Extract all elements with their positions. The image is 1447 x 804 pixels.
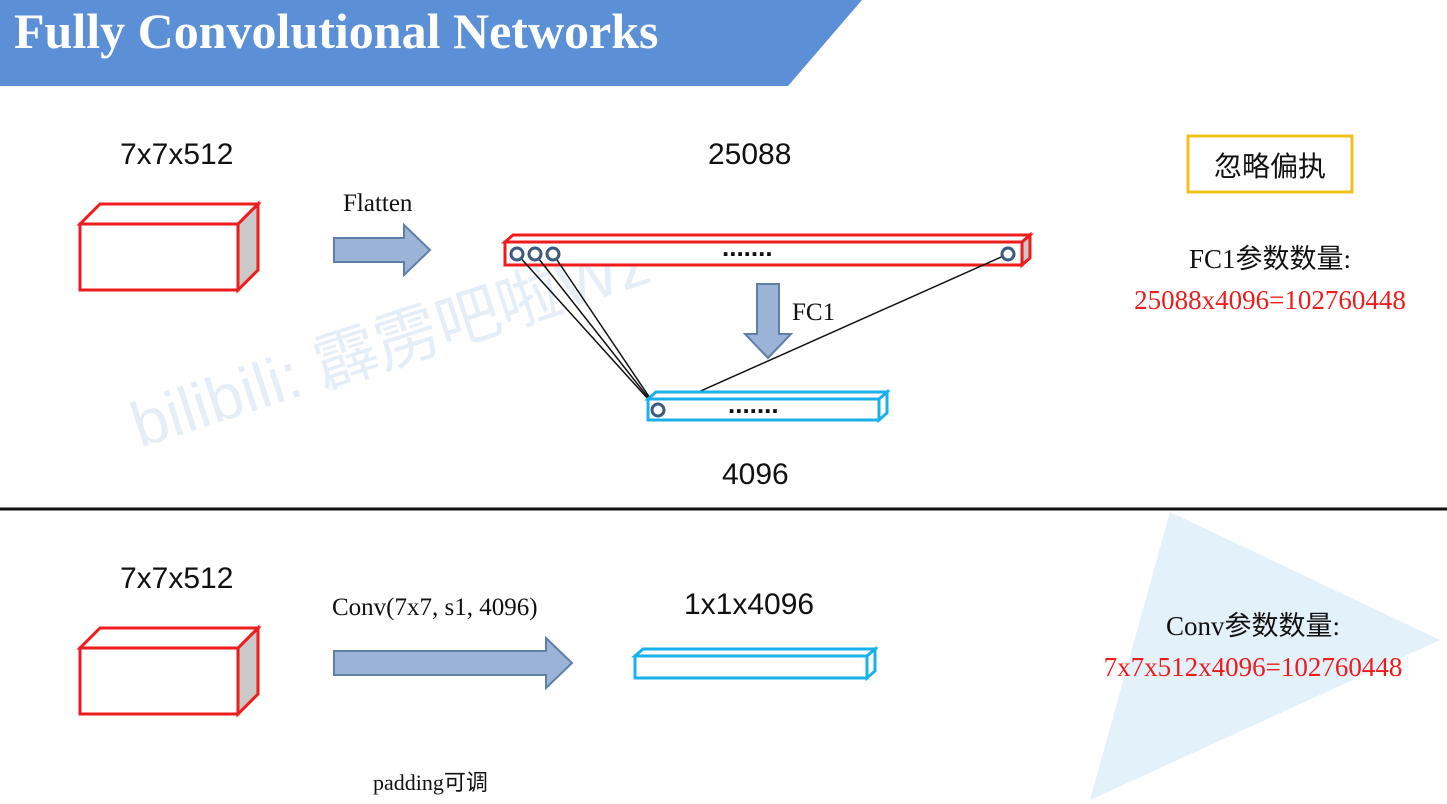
padding-note: padding可调: [373, 770, 488, 795]
conv-param-title: Conv参数数量:: [1166, 611, 1340, 641]
title-banner: [0, 0, 862, 86]
fc1-arrow: [742, 283, 794, 360]
slide-title: Fully Convolutional Networks: [14, 3, 659, 59]
fc-output-label: 4096: [722, 458, 789, 491]
flat-vector-bar: [501, 231, 1034, 269]
fc-output-bar: [644, 388, 891, 424]
fc-output-dots: .......: [728, 389, 779, 419]
fc1-param-title: FC1参数数量:: [1189, 244, 1351, 274]
bottom-input-cuboid: [76, 624, 262, 718]
flat-vector-dots: .......: [722, 232, 773, 262]
fc1-label: FC1: [792, 299, 835, 326]
flatten-arrow: [333, 222, 432, 278]
ignore-bias-box: [1186, 134, 1354, 194]
conv-param-value: 7x7x512x4096=102760448: [1104, 652, 1403, 682]
conv-label: Conv(7x7, s1, 4096): [332, 594, 538, 621]
flat-vector-label: 25088: [708, 138, 791, 171]
decorative-triangle: [1090, 512, 1440, 800]
ignore-bias-text: 忽略偏执: [1214, 151, 1326, 182]
conv-output-label: 1x1x4096: [684, 588, 814, 621]
conv-output-bar: [631, 645, 879, 682]
fc1-param-value: 25088x4096=102760448: [1134, 285, 1406, 315]
conv-arrow: [333, 635, 574, 691]
flat-vector-nodes: [509, 246, 1016, 262]
bottom-input-label: 7x7x512: [120, 562, 233, 595]
fc-connection-lines: [516, 253, 1009, 411]
flatten-label: Flatten: [343, 190, 413, 217]
top-input-cuboid: [76, 200, 262, 294]
top-input-label: 7x7x512: [120, 138, 233, 171]
fc-output-node: [650, 402, 666, 418]
